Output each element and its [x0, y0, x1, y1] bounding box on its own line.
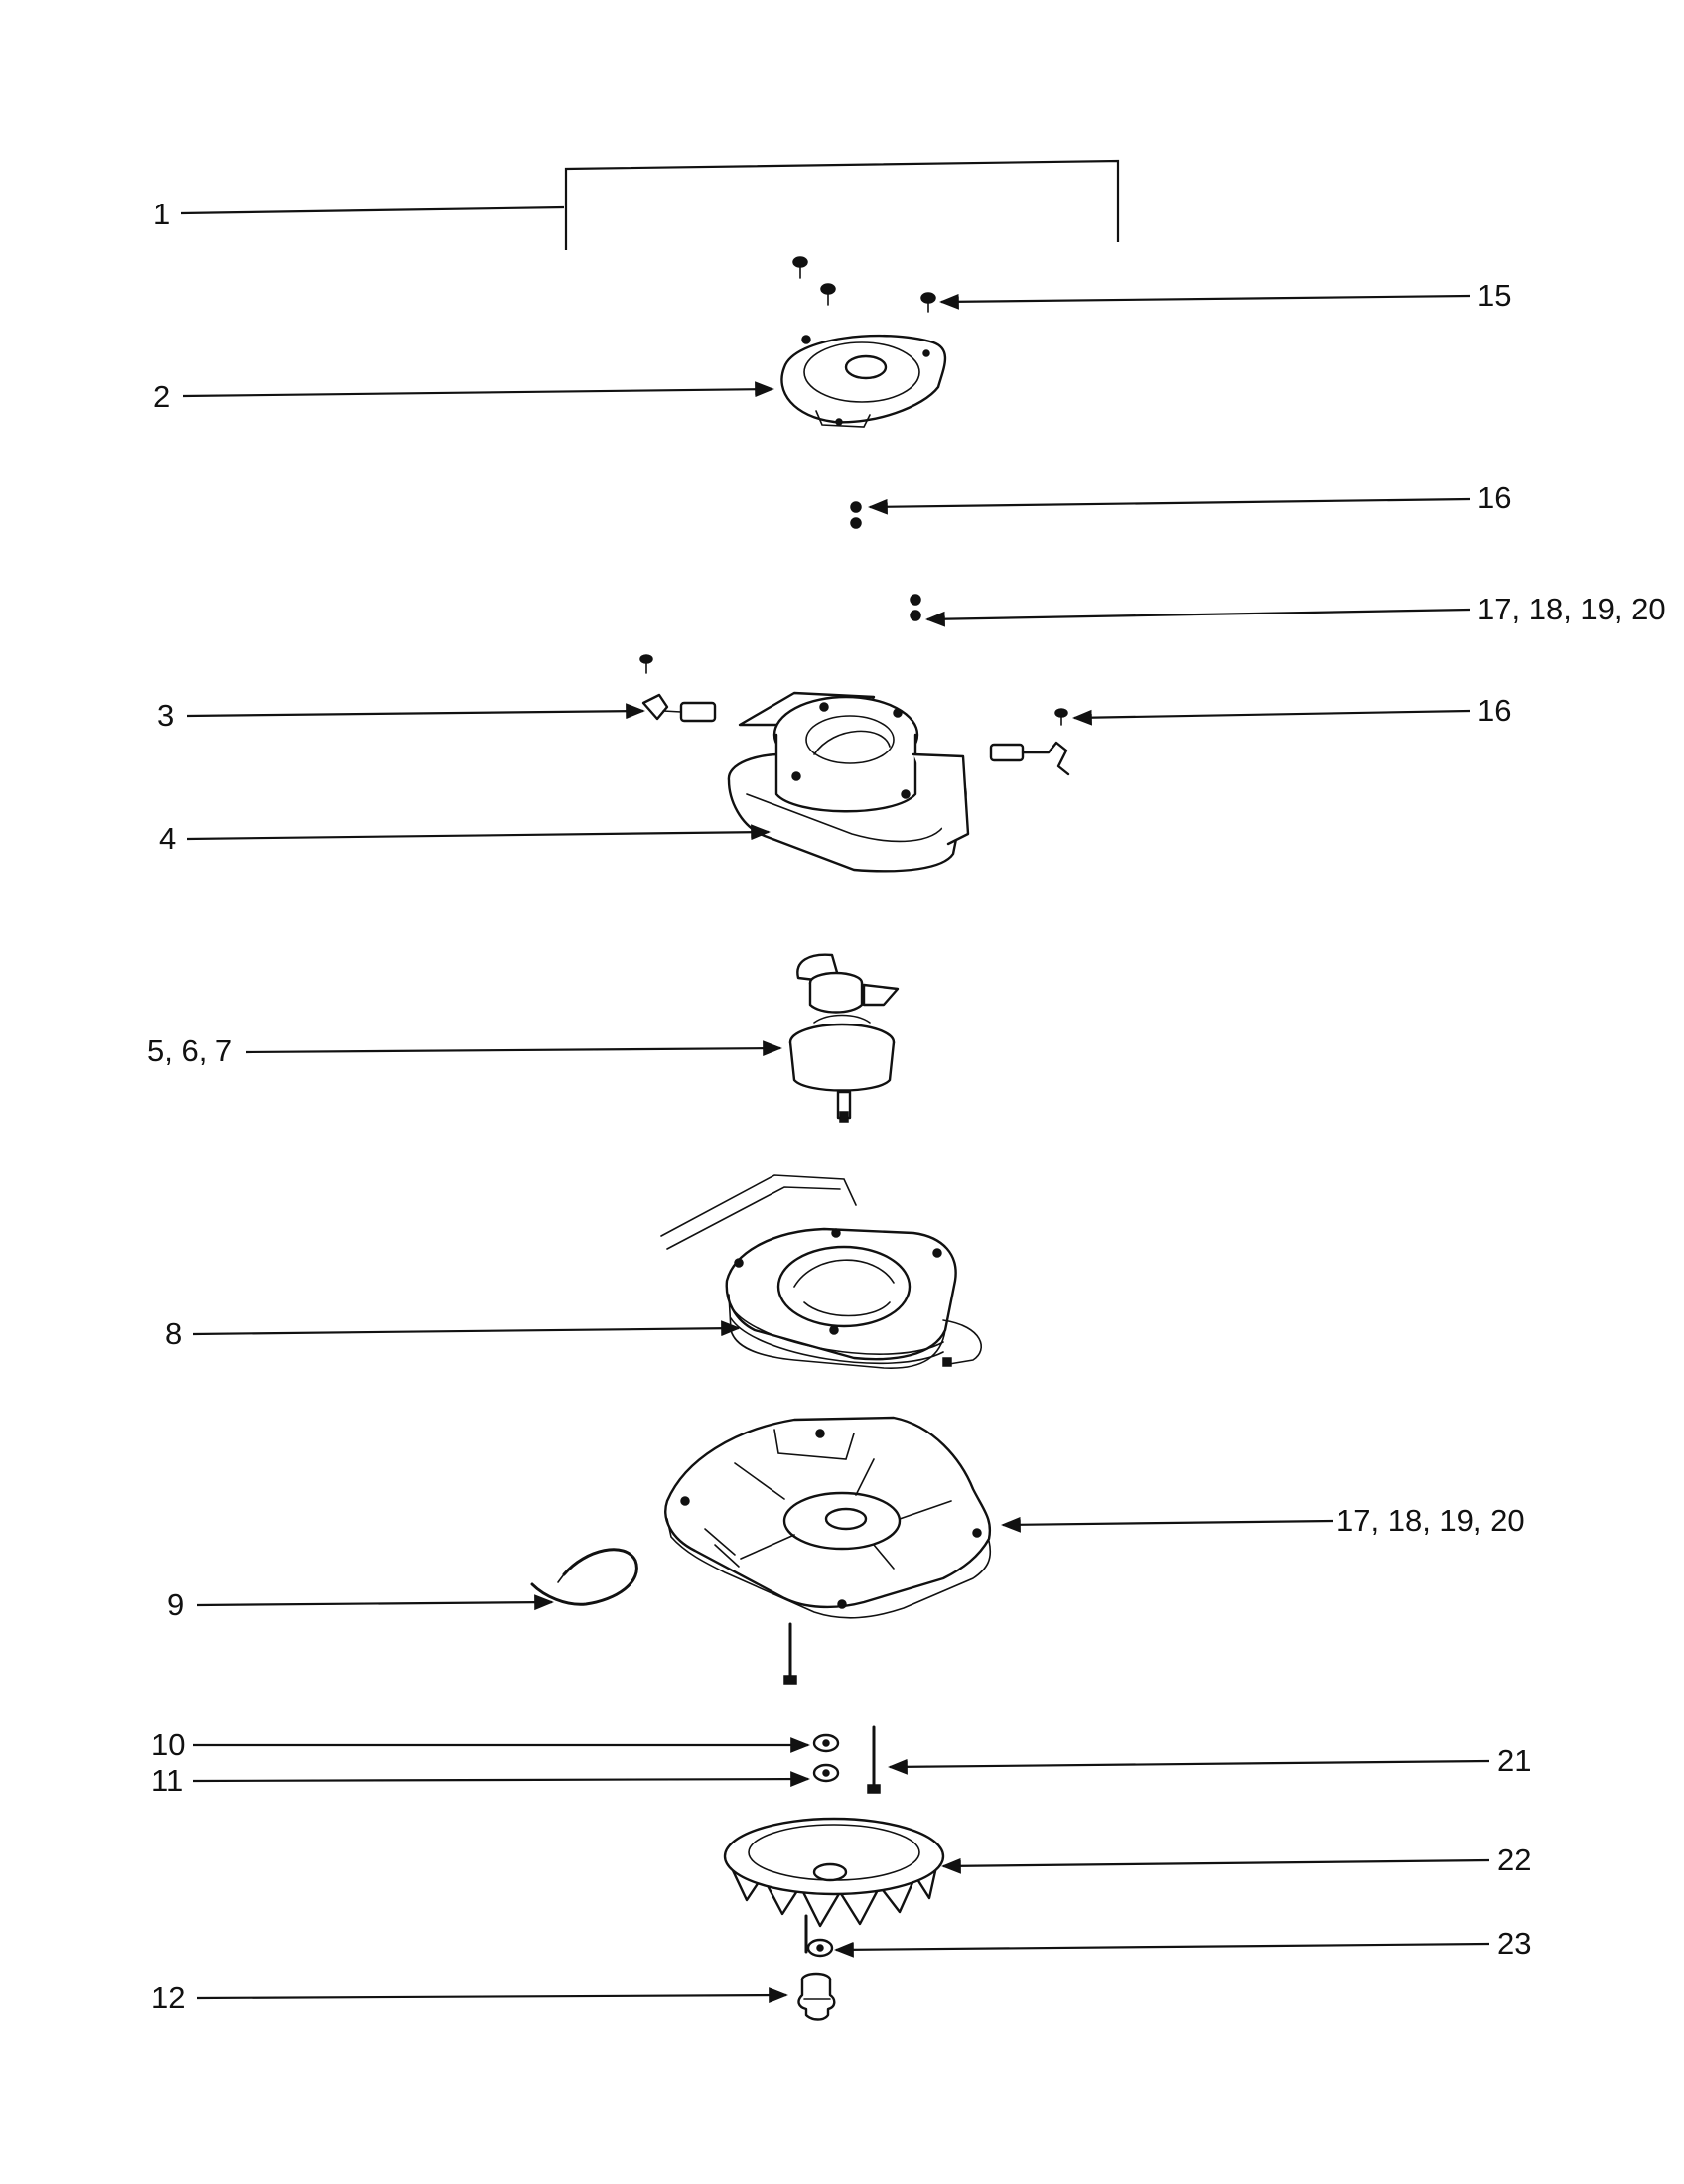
lead-wire-icon	[530, 1548, 638, 1606]
leader-line-9	[196, 1594, 554, 1611]
leader-line-13	[939, 293, 1471, 310]
bushing-pair-15-icon	[910, 594, 921, 621]
callout-label-16: 16	[1477, 693, 1511, 728]
screw-group-13	[792, 256, 936, 313]
callout-label-15: 17, 18, 19, 20	[1477, 592, 1666, 626]
callout-1: 1	[153, 159, 1120, 250]
assembly-bracket	[564, 159, 1120, 250]
end-bracket-plate-icon	[780, 334, 947, 428]
callout-label-12: 12	[151, 1980, 185, 2015]
callout-label-9: 9	[167, 1587, 184, 1622]
callout-14: 16	[868, 480, 1511, 515]
bearing-frame-icon	[727, 691, 970, 873]
callout-label-2: 2	[153, 379, 170, 414]
callout-8: 8	[165, 1316, 741, 1351]
callout-9: 9	[167, 1587, 554, 1622]
callout-12: 12	[151, 1980, 788, 2015]
leader-line-4	[186, 824, 771, 841]
long-screw-21-icon	[867, 1725, 881, 1794]
callout-label-13: 15	[1477, 278, 1511, 313]
leader-line-1	[180, 205, 565, 215]
callout-15: 17, 18, 19, 20	[925, 592, 1666, 627]
callout-label-4: 4	[159, 821, 176, 856]
callout-21: 21	[888, 1743, 1531, 1778]
callout-label-10: 10	[151, 1727, 185, 1762]
field-coil-icon	[660, 1174, 982, 1369]
leader-line-14	[868, 497, 1471, 515]
leader-line-11	[192, 1771, 810, 1787]
fan-icon	[723, 1817, 945, 1954]
leader-line-8	[192, 1320, 741, 1337]
leader-line-2	[182, 381, 774, 398]
fan-nut-icon	[797, 1972, 836, 2021]
leader-line-21	[888, 1758, 1490, 1775]
motor-housing-icon	[664, 1416, 992, 1619]
washer-11-icon	[812, 1763, 840, 1783]
callout-5-6-7: 5, 6, 7	[147, 1033, 782, 1068]
leader-line-12	[196, 1987, 788, 2004]
screw-icon	[792, 256, 808, 279]
callout-label-5-6-7: 5, 6, 7	[147, 1033, 232, 1068]
callout-label-8: 8	[165, 1316, 182, 1351]
callout-16: 16	[1072, 693, 1511, 728]
leader-line-3	[186, 703, 645, 720]
washer-23-icon	[806, 1938, 834, 1958]
callout-11: 11	[151, 1763, 810, 1798]
brush-holder-left-icon	[639, 654, 717, 723]
callout-10: 10	[151, 1727, 810, 1762]
leader-line-22	[941, 1857, 1490, 1874]
callout-23: 23	[834, 1926, 1531, 1961]
screw-icon	[920, 292, 936, 313]
callout-label-14: 16	[1477, 480, 1511, 515]
callout-label-3: 3	[157, 698, 174, 733]
screw-icon	[820, 283, 836, 306]
callout-label-22: 22	[1497, 1843, 1531, 1877]
callout-label-21: 21	[1497, 1743, 1531, 1778]
leader-line-17-18-19-20	[1001, 1516, 1333, 1533]
brush-holder-right-icon	[989, 708, 1070, 776]
callout-label-23: 23	[1497, 1926, 1531, 1961]
callout-label-11: 11	[151, 1763, 183, 1798]
callout-4: 4	[159, 821, 771, 856]
callout-17-18-19-20: 17, 18, 19, 20	[1001, 1503, 1525, 1538]
callout-label-1: 1	[153, 197, 170, 231]
leader-line-15	[925, 608, 1471, 627]
bushing-pair-14-icon	[850, 501, 862, 529]
washer-10-icon	[812, 1733, 840, 1753]
callout-13: 15	[939, 278, 1511, 313]
leader-line-16	[1072, 709, 1471, 726]
callout-22: 22	[941, 1843, 1531, 1877]
leader-line-5-6-7	[245, 1040, 782, 1057]
callout-label-17-18-19-20: 17, 18, 19, 20	[1336, 1503, 1525, 1538]
armature-icon	[788, 953, 900, 1123]
leader-line-23	[834, 1941, 1490, 1958]
callout-2: 2	[153, 379, 774, 414]
callout-3: 3	[157, 698, 645, 733]
through-bolt-icon	[783, 1622, 797, 1685]
